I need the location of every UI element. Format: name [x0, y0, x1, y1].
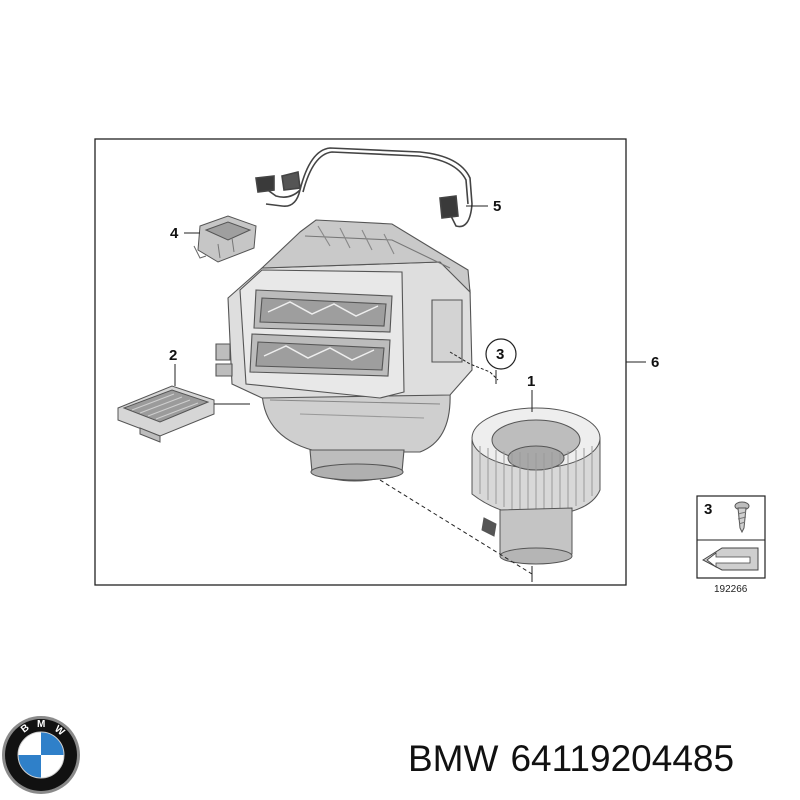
resistor-illustration — [117, 385, 215, 443]
actuator-illustration — [193, 215, 257, 263]
screw-leader-line — [449, 351, 499, 381]
blower-housing-illustration — [215, 219, 473, 482]
part-caption: BMW 64119204485 — [408, 738, 734, 780]
blower-motor-illustration — [471, 407, 601, 565]
callout-5: 5 — [493, 198, 501, 215]
screw-detail-inset: 3 — [696, 495, 766, 579]
callout-4: 4 — [170, 225, 179, 242]
reference-number: 192266 — [714, 584, 748, 595]
callout-2: 2 — [169, 347, 177, 364]
callout-3: 3 — [496, 346, 504, 363]
screw-icon — [734, 501, 750, 534]
bmw-logo: B M W — [2, 716, 80, 794]
inset-callout-3: 3 — [704, 501, 712, 518]
arrow-plate-icon — [702, 547, 759, 571]
wiring-harness-illustration — [255, 147, 473, 228]
blower-assembly-dashed-line — [379, 479, 533, 575]
callout-1: 1 — [527, 373, 535, 390]
callout-6: 6 — [651, 354, 659, 371]
screw-callout-circle — [485, 338, 517, 370]
svg-text:M: M — [37, 719, 45, 730]
brand-name: BMW — [408, 738, 499, 779]
part-number: 64119204485 — [510, 738, 735, 779]
